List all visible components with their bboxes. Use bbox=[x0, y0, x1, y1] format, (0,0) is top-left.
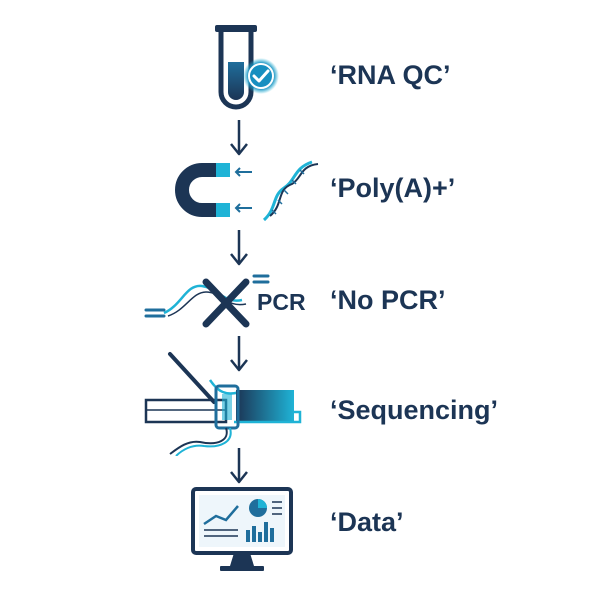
flow-arrow bbox=[230, 336, 248, 372]
test-tube-check-icon bbox=[215, 25, 279, 110]
monitor-dashboard-icon bbox=[191, 487, 293, 571]
step-label-no-pcr: ‘No PCR’ bbox=[330, 285, 446, 315]
pcr-icon-text: PCR bbox=[257, 289, 306, 315]
flow-arrow bbox=[230, 230, 248, 266]
step-label-sequencing: ‘Sequencing’ bbox=[330, 395, 499, 425]
crossed-pcr-icon: PCR bbox=[144, 274, 306, 328]
sequencer-icon bbox=[144, 352, 302, 456]
step-label-poly-a: ‘Poly(A)+’ bbox=[330, 173, 456, 203]
flow-arrow bbox=[230, 448, 248, 484]
step-label-rna-qc: ‘RNA QC’ bbox=[330, 60, 451, 90]
flow-arrow bbox=[230, 120, 248, 156]
step-label-data: ‘Data’ bbox=[330, 507, 404, 537]
magnet-rna-icon bbox=[175, 160, 319, 222]
